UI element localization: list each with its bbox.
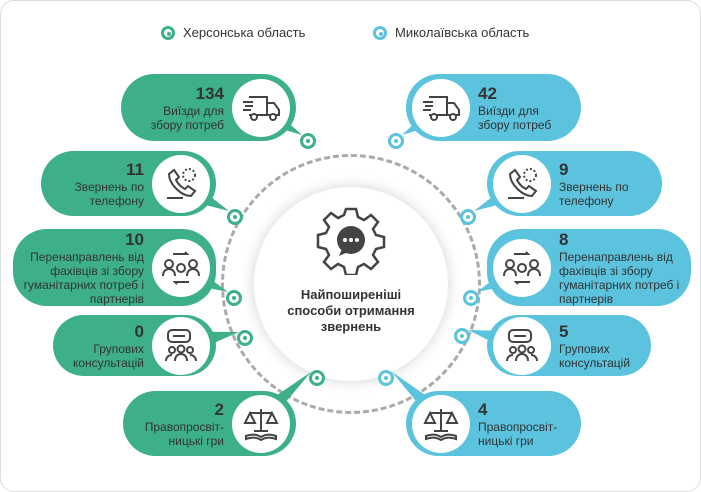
legend-dot-icon (161, 25, 175, 40)
phone-icon (152, 154, 210, 213)
legend-dot-icon (373, 25, 387, 40)
bubble-value: 4 (478, 399, 488, 419)
bubble-value: 2 (214, 399, 224, 419)
legend-label: Миколаївська область (395, 25, 530, 40)
bubble-label: Правопросвіт-ницькі гри (144, 419, 224, 448)
group-icon (152, 316, 210, 375)
connector-dot (378, 370, 394, 386)
connector-dot (454, 328, 470, 344)
bubble-label: Перенаправлень від фахівців зі збору гум… (559, 249, 680, 306)
scales-icon (232, 394, 290, 453)
connector-dot (463, 290, 479, 306)
group-icon (493, 316, 551, 375)
bubble-label: Звернень по телефону (559, 179, 629, 208)
legend-label: Херсонська область (183, 25, 306, 40)
connector-dot (309, 370, 325, 386)
bubble-label: Перенаправлень від фахівців зі збору гум… (23, 249, 144, 306)
legend-kherson: Херсонська область (161, 25, 305, 40)
bubble-value: 9 (559, 159, 569, 179)
bubble-label: Групових консультацій (72, 341, 144, 370)
bubble-value: 5 (559, 321, 569, 341)
connector-dot (460, 209, 476, 225)
bubble-value: 11 (126, 159, 144, 179)
truck-icon (232, 78, 290, 137)
referral-icon (152, 238, 210, 297)
bubble-label: Звернень по телефону (74, 179, 144, 208)
connector-dot (237, 330, 253, 346)
scales-icon (412, 394, 470, 453)
truck-icon (412, 78, 470, 137)
bubble-label: Виїзди для збору потреб (150, 103, 224, 132)
bubble-value: 10 (125, 229, 144, 249)
connector-dot (227, 209, 243, 225)
bubble-value: 134 (195, 83, 224, 103)
bubble-value: 8 (559, 229, 569, 249)
bubble-value: 0 (134, 321, 144, 341)
bubble-label: Групових консультацій (559, 341, 631, 370)
connector-dot (226, 290, 242, 306)
referral-icon (493, 238, 551, 297)
connector-dot (388, 133, 404, 149)
phone-icon (493, 154, 551, 213)
gear-chat-icon (316, 207, 386, 275)
bubble-label: Виїзди для збору потреб (478, 103, 552, 132)
legend-mykolaiv: Миколаївська область (373, 25, 529, 40)
bubble-label: Правопросвіт-ницькі гри (478, 419, 558, 448)
center-title: Найпоширеніші способи отримання звернень (287, 287, 415, 334)
bubble-value: 42 (478, 83, 497, 103)
dashed-ring (221, 154, 481, 414)
connector-dot (300, 133, 316, 149)
center-circle: Найпоширеніші способи отримання звернень (254, 187, 448, 381)
